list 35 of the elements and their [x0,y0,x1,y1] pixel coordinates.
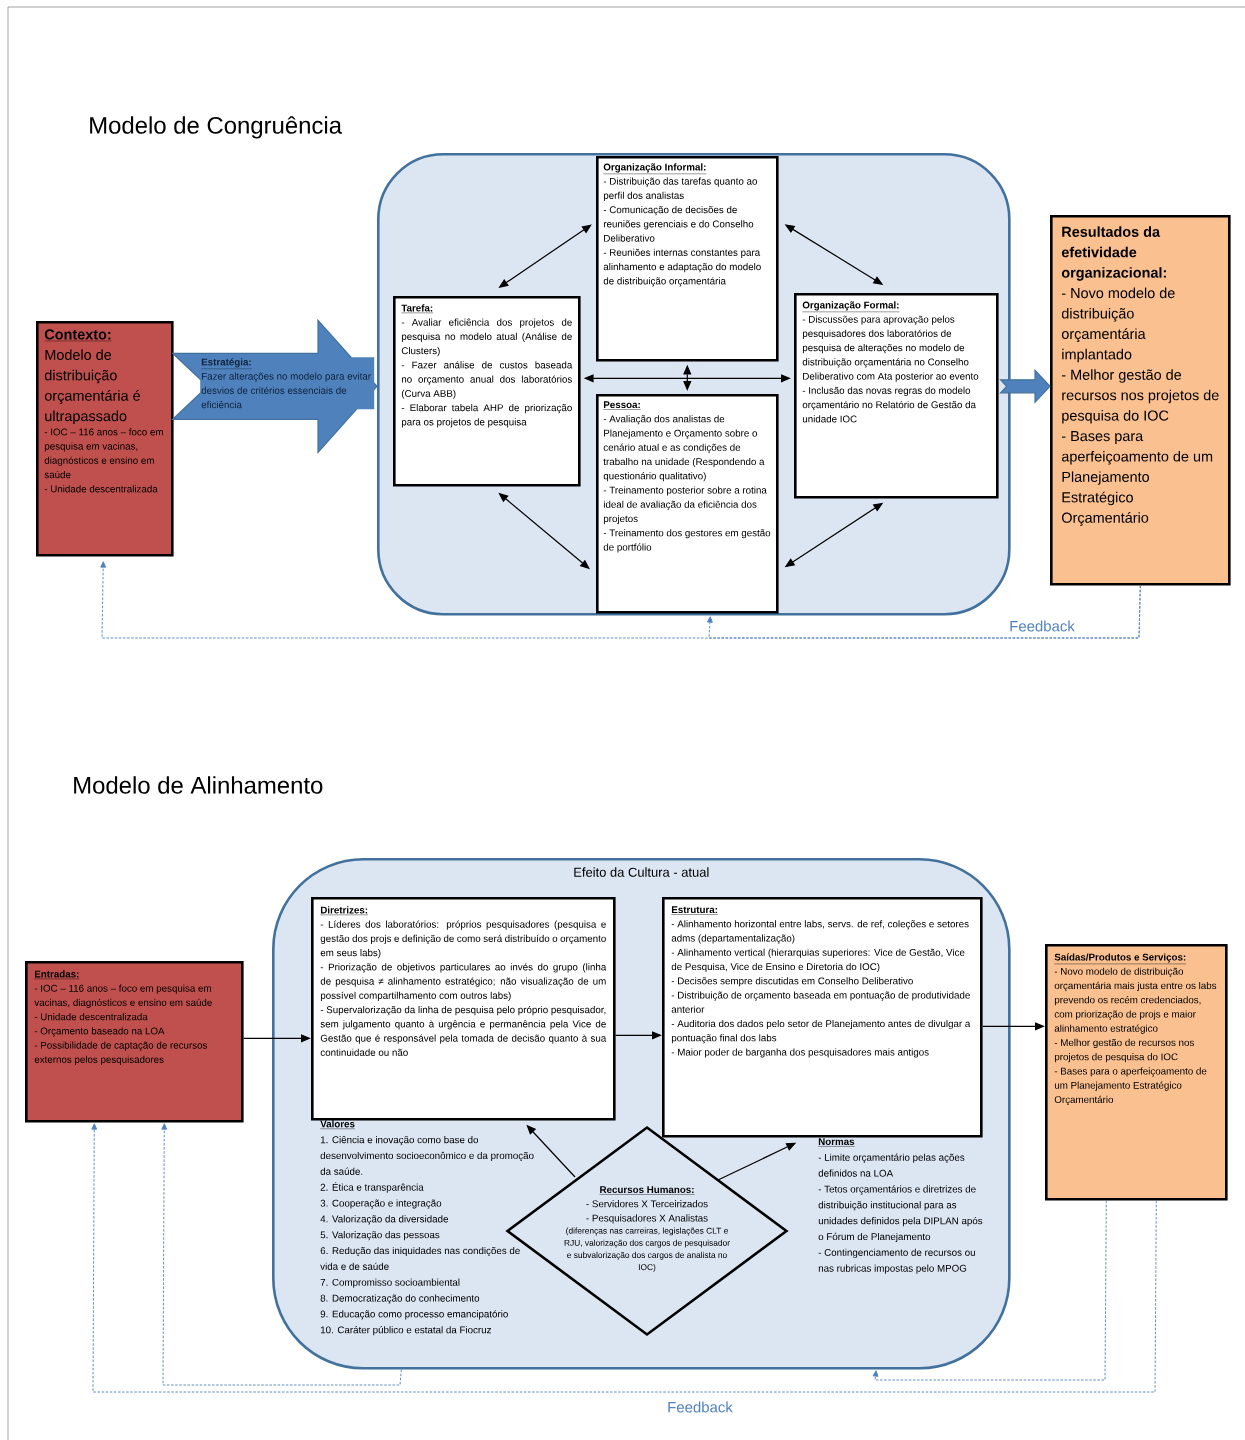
label: 7. Compromisso socioambiental [320,1278,460,1288]
label: 2. Ética e transparência [320,1182,424,1193]
section-title: Modelo de Congruência [90,116,342,139]
text-box: Pessoa: - Avaliação dos analistas de Planejamento e Orçamento sobre o cenário atual e as condições de trabalho na unidade (Respondendo a questionário qualitativo) - Treinamento posterior sobre a rotina ideal de avaliação da eficiência dos projetos - Treinamento dos gestores em gestão de portfólio [596,394,779,614]
label: 6. Redução das iniquidades nas condições de vida e de saúde [320,1246,520,1270]
edge-label: Feedback [668,1401,733,1413]
text-box: Organização Formal: - Discussões para aprovação pelos pesquisadores dos laboratórios de pesquisa de alterações no modelo de distribuição orçamentária no Conselho Deliberativo com Ata posterior ao evento - Inclusão das novas regras do modelo orçamentário no Relatório de Gestão da unidade IOC [794,293,999,499]
text-list: Valores 1. Ciência e inovação como base do desenvolvimento socioeconômico e da promoção da saúde. 2. Ética e transparência 3. Cooperação e integração 4. Valorização da diversidade 5. Valorização das pessoas 6. Redução das iniquidades nas condições de vida e de saúde 7. Compromisso socioambiental 8. Democratização do conhecimento 9. Educação como processo emancipatório 10. Caráter público e estatal da Fiocruz [320,1120,534,1336]
arrow [161,1123,402,1386]
section-title: Modelo de Alinhamento [74,776,323,794]
arrow [872,1200,1107,1381]
label: 3. Cooperação e integração [320,1199,442,1209]
arrow [91,1123,1157,1393]
label: 5. Valorização das pessoas [320,1231,440,1241]
label: 8. Democratização do conhecimento [320,1294,480,1304]
text-list: Normas - Limite orçamentário pelas ações definidos na LOA - Tetos orçamentários e diretrizes de distribuição institucional para as unidades definidos pela DIPLAN após o Fórum de Planejamento - Contingenciamento de recursos ou nas rubricas impostas pelo MPOG [818,1138,983,1274]
label: 4. Valorização da diversidade [320,1215,449,1225]
arrow-text: Estratégia: Fazer alterações no modelo para evitar desvios de critérios essenciais de eficiência [200,357,375,410]
label: 9. Educação como processo emancipatório [320,1310,508,1320]
text-box: Diretrizes: - Líderes dos laboratórios: próprios pesquisadores (pesquisa e gestão dos projs e definição de como será distribuído o orçamento em seus labs) - Priorização de objetivos particulares ao invés do grupo (linha de pesquisa ≠ alinhamento estratégico; não visualização de um possível compartilhamento com outros labs) - Supervalorização da linha de pesquisa pelo próprio pesquisador, sem julgamento quanto à urgência e permanência pela Vice de Gestão que é responsável pela tomada de decisão quanto à sua continuidade ou não [311,897,616,1121]
output-box: Saídas/Produtos e Serviços: - Novo modelo de distribuição orçamentária mais justa entre os labs prevendo os recém credenciados, com priorização de projs e maior alinhamento estratégico - Melhor gestão de recursos nos projetos de pesquisa do IOC - Bases para o aperfeiçoamento de um Planejamento Estratégico Orçamentário [1045,944,1228,1201]
text-box: Organização Informal: - Distribuição das tarefas quanto ao perfil dos analistas - Comunicação de decisões de reuniões gerenciais e do Conselho Deliberativo - Reuniões internas constantes para alinhamento e adaptação do modelo de distribuição orçamentária [596,156,779,362]
text-box: Tarefa: - Avaliar eficiência dos projetos de pesquisa no modelo atual (Análise de Clusters) - Fazer análise de custos baseada no orçamento anual dos laboratórios (Curva ABB) - Elaborar tabela AHP de priorização para os projetos de pesquisa [393,296,581,487]
label: - Limite orçamentário pelas ações definidos na LOA [818,1153,965,1177]
result-box: Resultados da efetividade organizacional: - Novo modelo de distribuição orçamentária implantado - Melhor gestão de recursos nos projetos de pesquisa do IOC - Bases para aperfeiçoamento de um Planejamento Estratégico Orçamentário [1050,215,1231,586]
label: 10. Caráter público e estatal da Fiocruz [320,1326,491,1336]
input-box: Entradas: - IOC – 116 anos – foco em pesquisa em vacinas, diagnósticos e ensino em saúde - Unidade descentralizada - Orçamento baseado na LOA - Possibilidade de captação de recursos externos pelos pesquisadores [25,961,244,1123]
edge-label: Feedback [1010,620,1075,632]
arrow [707,585,1141,639]
text-box: Estrutura: - Alinhamento horizontal entre labs, servs. de ref, coleções e setores adms (departamentalização) - Alinhamento vertical (hierarquias superiores: Vice de Gestão, Vice de Pesquisa, Vice de Ensino e Diretoria do IOC) - Decisões sempre discutidas em Conselho Deliberativo - Distribuição de orçamento baseada em pontuação de produtividade anterior - Auditoria dos dados pelo setor de Planejamento antes de divulgar a pontuação final dos labs - Maior poder de barganha dos pesquisadores mais antigos [662,897,983,1138]
label: 1. Ciência e inovação como base do desenvolvimento socioeconômico e da promoção da saúde. [320,1136,534,1175]
context-box: Contexto: Modelo de distribuição orçamentária é ultrapassado - IOC – 116 anos – foco em pesquisa em vacinas, diagnósticos e ensino em saúde - Unidade descentralizada [36,321,174,557]
block-arrow [999,368,1051,404]
label: - Contingenciamento de recursos ou nas rubricas impostas pelo MPOG [818,1248,975,1274]
label: - Tetos orçamentários e diretrizes de distribuição institucional para as unidades definidos pela DIPLAN após o Fórum de Planejamento [818,1185,983,1242]
